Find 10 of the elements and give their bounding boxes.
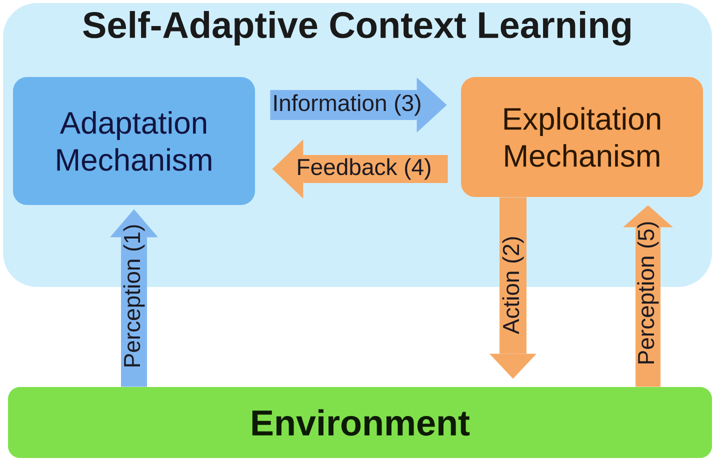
edge-label: Feedback (4) (296, 158, 432, 180)
block-arrow (272, 140, 448, 198)
heading: Self-Adaptive Context Learning (83, 11, 630, 46)
block-arrow (623, 205, 673, 387)
block-arrow (270, 78, 447, 132)
process-box: Environment (8, 387, 712, 458)
edge-label: Action (2) (502, 235, 524, 335)
process-box: Exploitation Mechanism (461, 77, 703, 197)
block-arrow (490, 197, 536, 379)
process-box: Adaptation Mechanism (13, 77, 255, 205)
